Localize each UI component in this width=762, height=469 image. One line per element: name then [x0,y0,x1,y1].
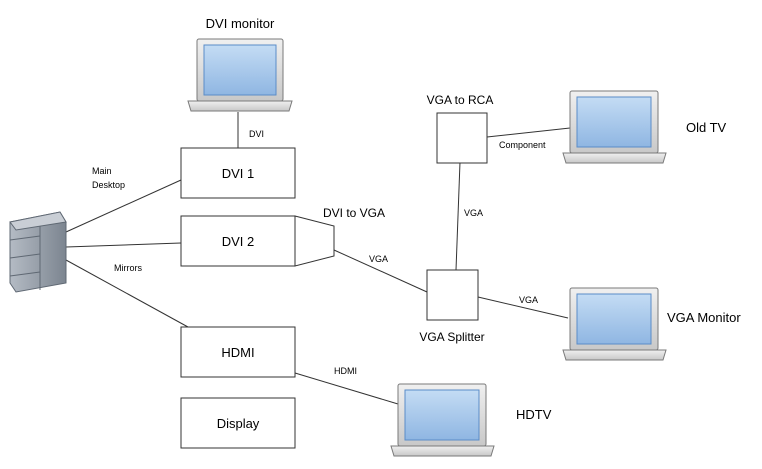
vga-rca-connection-label: VGA [464,208,483,218]
line-splitter-rca [455,161,461,271]
line-desktop-dvi1 [65,179,182,233]
dvi1-label: DVI 1 [222,166,255,181]
vga-adapter-connection-label: VGA [369,254,388,264]
old-tv-label: Old TV [686,120,727,135]
line-splitter-vgamonitor [477,296,569,319]
line-hdmi-hdtv [294,372,399,405]
vga-to-rca-box [436,112,488,164]
connection-lines [65,112,571,405]
vga-monitor-label: VGA Monitor [667,310,741,325]
hdtv-label: HDTV [516,407,552,422]
display-label: Display [217,416,260,431]
component-connection-label: Component [499,140,546,150]
mirrors-label: Mirrors [114,263,142,273]
port-boxes [180,112,488,449]
line-desktop-hdmi [65,259,189,328]
dvi-monitor-label: DVI monitor [206,16,275,31]
line-desktop-dvi2 [65,242,182,248]
vga-splitter-box [426,269,479,321]
hdmi-box [180,326,296,378]
dvi-monitor-laptop-icon [187,38,293,112]
hdmi-connection-label: HDMI [334,366,357,376]
dvi2-label: DVI 2 [222,234,255,249]
dvi-connection-label: DVI [249,129,264,139]
hdmi-label: HDMI [221,345,254,360]
hdtv-laptop-icon [390,383,495,457]
vga-monitor-laptop-icon [562,287,667,361]
desktop-label: Desktop [92,180,125,190]
desktop-computer-icon [9,211,67,293]
line-rca-oldtv [486,127,571,138]
old-tv-laptop-icon [562,90,667,164]
main-label: Main [92,166,112,176]
dvi-to-vga-label: DVI to VGA [323,206,385,220]
vga-splitter-label: VGA Splitter [419,330,484,344]
vga-to-rca-label: VGA to RCA [427,93,494,107]
display-box [180,397,296,449]
dvi1-box [180,147,296,199]
line-adapter-splitter [333,249,428,293]
dvi-to-vga-adapter [294,215,335,267]
vga-monitor-connection-label: VGA [519,295,538,305]
dvi2-box [180,215,296,267]
